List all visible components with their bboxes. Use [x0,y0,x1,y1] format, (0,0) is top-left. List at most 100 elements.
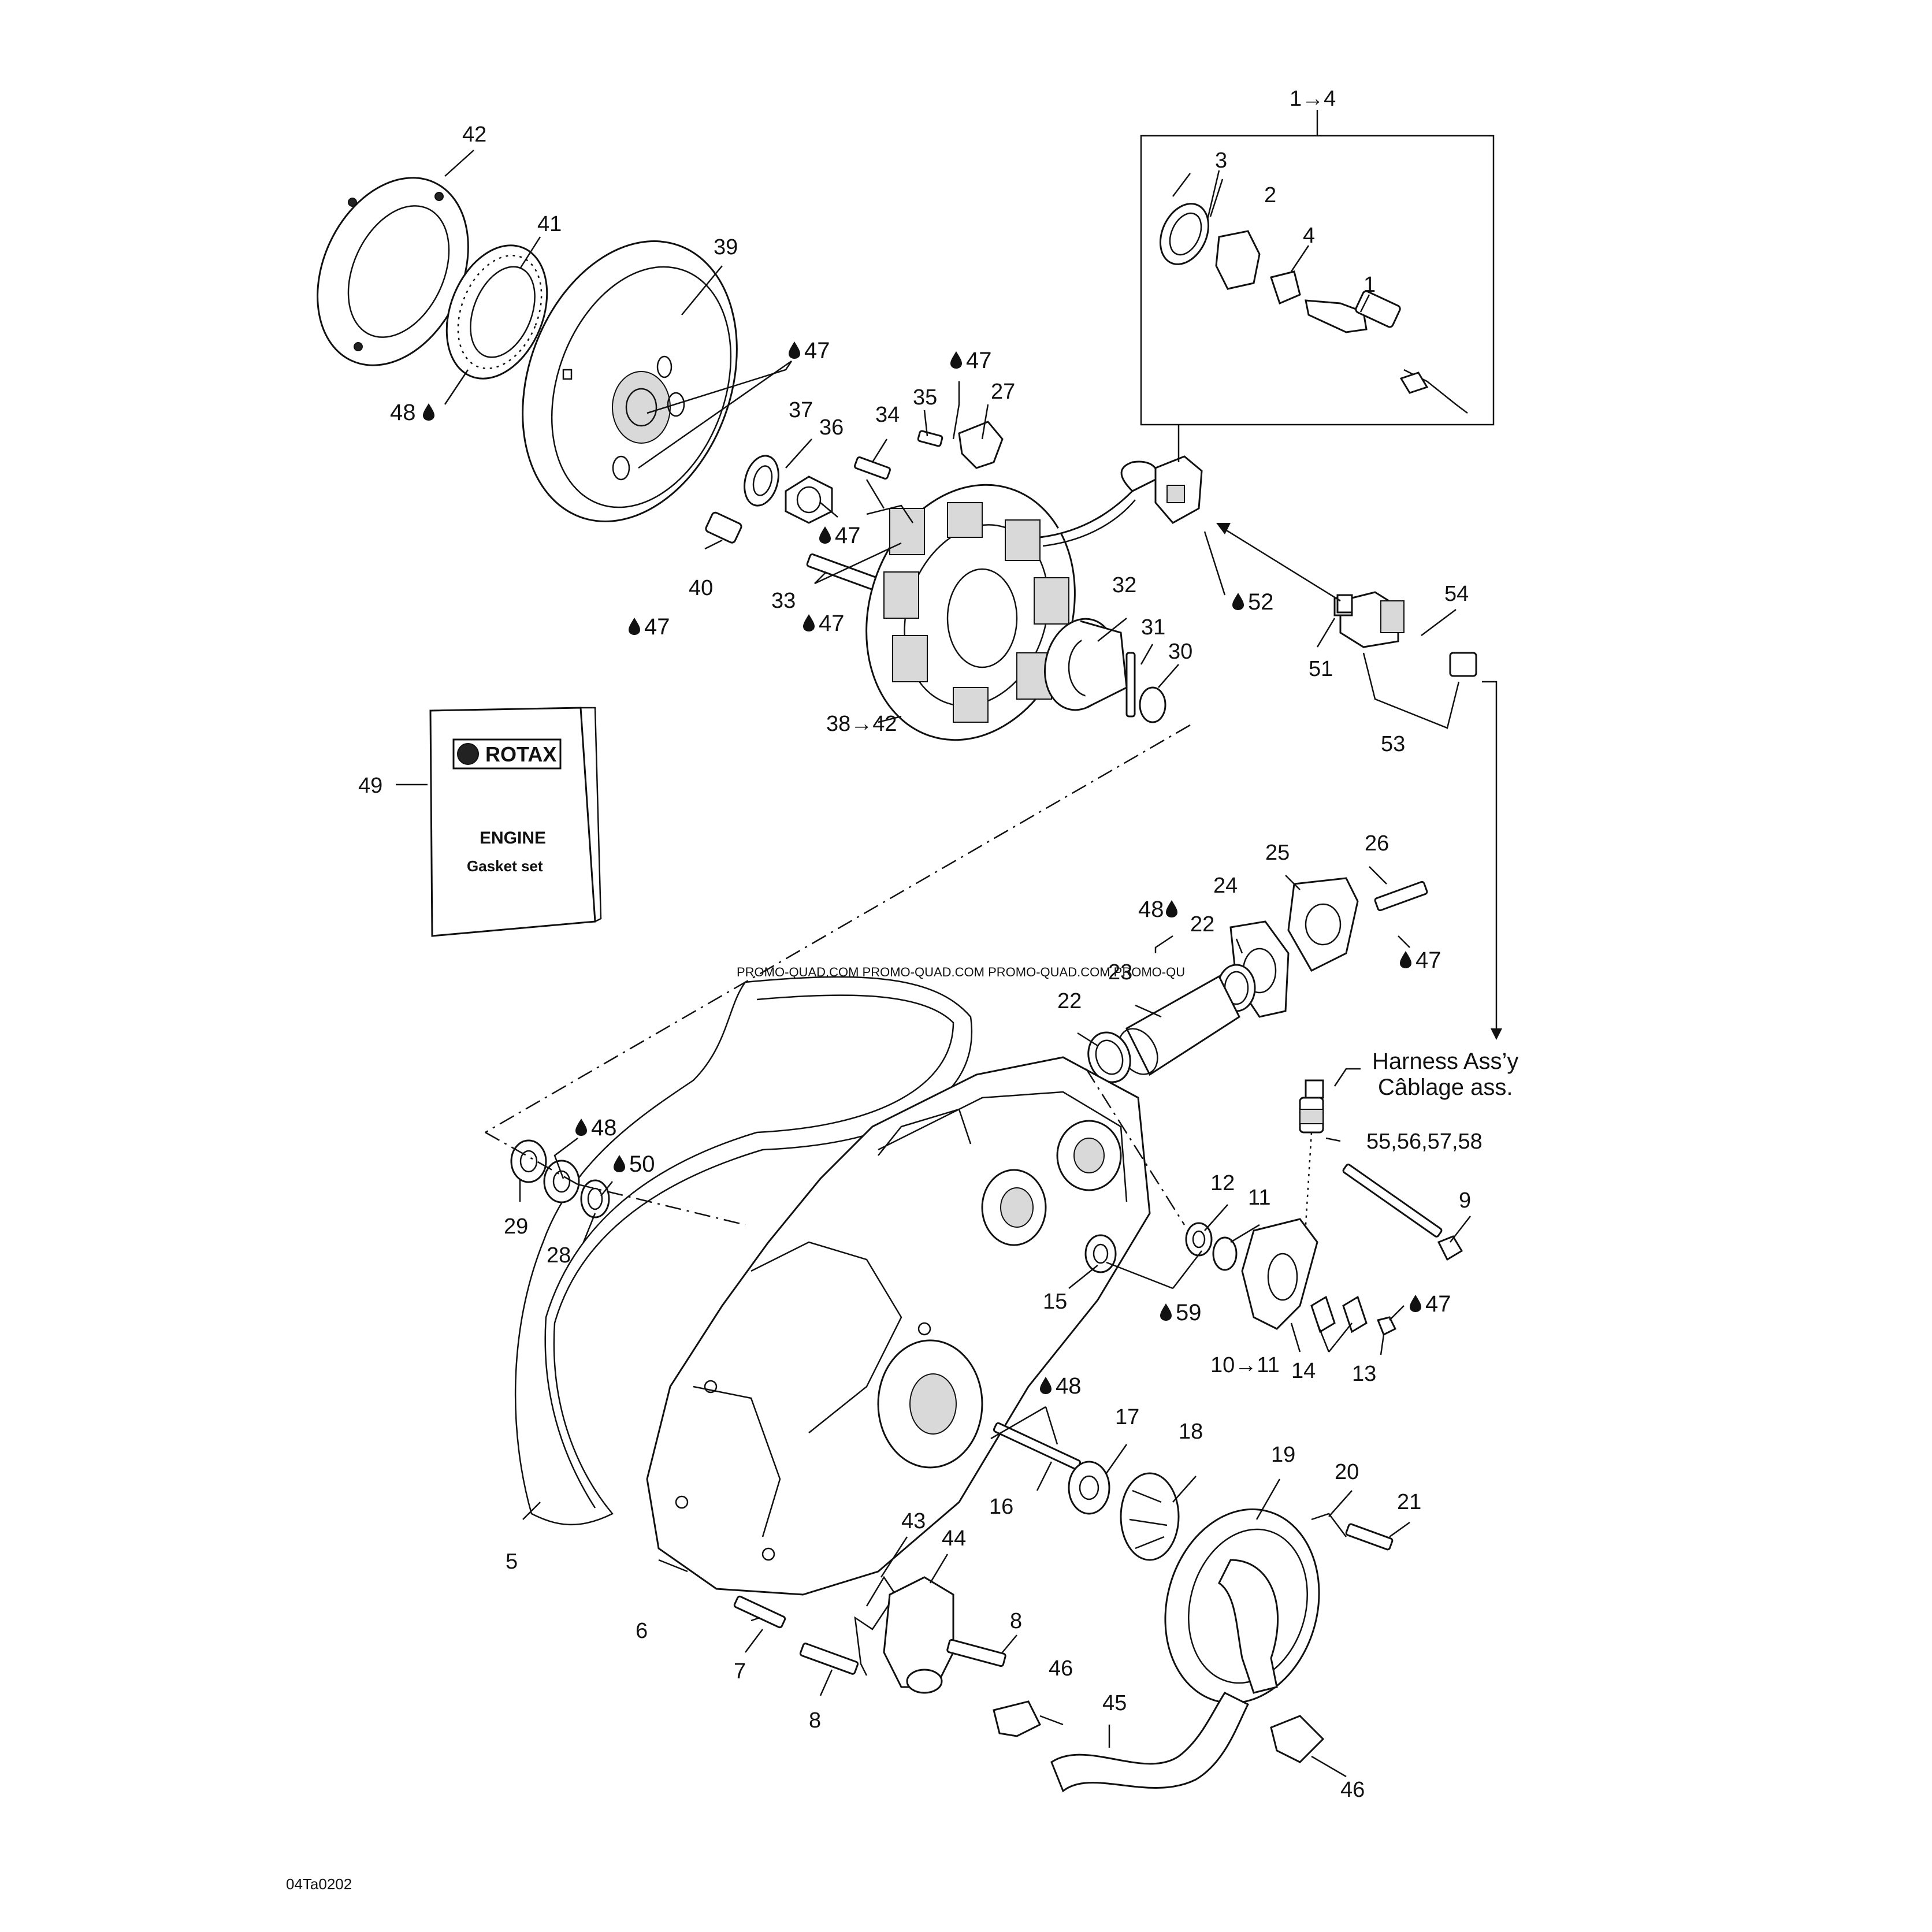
screw-7 [733,1595,786,1629]
booklet-subtitle: Gasket set [467,857,543,875]
bracket-27 [958,421,1004,469]
screw-26 [1374,880,1428,912]
callout-9: 9 [1459,1188,1471,1213]
nut-36 [785,475,833,524]
watermark: PROMO-QUAD.COM PROMO-QUAD.COM PROMO-QUAD… [737,965,1185,979]
leader-lines [396,110,1502,1778]
callout-31: 31 [1141,615,1165,640]
oring-22b [1087,1031,1131,1083]
screw-35 [917,430,943,447]
callout-16: 16 [989,1495,1013,1519]
callout-1: 1 [1363,273,1376,297]
clamp-46a [993,1700,1042,1737]
harness-note-en: Harness Ass’y [1372,1049,1518,1074]
callout-44: 44 [942,1526,966,1551]
seal-51 [1336,594,1353,614]
lube-47c: 47 [835,523,861,548]
callout-36: 36 [819,415,844,440]
lube-59: 59 [1176,1300,1202,1325]
callout-38-42: 38→42 [826,712,897,736]
callout-7: 7 [734,1659,746,1684]
booklet-title: ENGINE [480,828,546,848]
impeller-18 [1120,1472,1180,1561]
callout-labels: 1→4 3 2 4 1 42 41 39 37 36 34 35 27 40 3… [358,87,1483,1802]
callout-53: 53 [1381,732,1405,756]
harness-note: Harness Ass’y Câblage ass. [1372,1049,1518,1100]
oring-11 [1212,1236,1238,1271]
callout-8b: 8 [809,1708,821,1733]
gasket-20 [1311,1513,1347,1537]
callout-23: 23 [1108,960,1132,984]
callout-55-58: 55,56,57,58 [1366,1130,1483,1154]
gasket-kit-booklet [429,707,602,937]
sensor-kit-box [1140,135,1495,426]
callout-26: 26 [1365,831,1389,856]
callout-8a: 8 [1010,1609,1022,1633]
callout-22a: 22 [1190,912,1214,937]
lube-47e: 47 [819,611,845,636]
bearings-29 [510,1139,580,1203]
callout-5: 5 [506,1550,518,1574]
gasket-5 [514,976,972,1526]
screw-8a [799,1643,859,1675]
harness-note-fr: Câblage ass. [1378,1075,1513,1100]
callout-15: 15 [1043,1290,1067,1314]
lube-48b: 48 [390,400,416,425]
housing-44 [883,1576,954,1694]
callout-19: 19 [1271,1443,1295,1467]
seal-28 [580,1179,610,1218]
callout-10-11: 10→11 [1210,1353,1280,1377]
clip-43 [854,1576,897,1676]
lube-47a: 47 [804,338,830,363]
stator-38 [865,484,1136,741]
pin-31 [1125,652,1136,718]
callout-33: 33 [771,589,796,613]
bearing-17 [1068,1461,1110,1515]
callout-11: 11 [1248,1186,1270,1210]
callout-49: 49 [358,774,382,798]
gasket-kit-text: ROTAX ENGINE Gasket set [467,742,556,875]
lube-48a: 48 [1056,1373,1082,1399]
lube-52: 52 [1248,589,1274,615]
callout-28: 28 [547,1243,571,1268]
callout-18: 18 [1179,1420,1203,1444]
callout-21: 21 [1397,1490,1421,1514]
stud-40 [705,511,742,544]
screw-8b [946,1639,1006,1667]
lube-47d: 47 [644,614,670,640]
screw-34 [854,456,891,480]
callout-17: 17 [1115,1405,1139,1429]
sensor-10 [1241,1218,1318,1330]
callout-6: 6 [636,1619,648,1643]
screw-13 [1376,1316,1397,1336]
callout-27: 27 [991,380,1015,404]
callout-40: 40 [689,576,713,600]
pump-housing-19 [1164,1508,1320,1704]
cap-53 [1449,652,1477,677]
callout-41: 41 [537,212,562,236]
callout-30: 30 [1168,640,1192,664]
flywheel-39 [522,240,738,522]
connector-55-58 [1299,1079,1324,1134]
seal-12 [1185,1222,1213,1257]
callout-45: 45 [1102,1691,1127,1715]
callout-24: 24 [1213,874,1238,898]
lube-48d: 48 [591,1115,617,1140]
engine-cover-6 [646,1056,1151,1596]
callout-42: 42 [462,122,486,147]
callout-2: 2 [1264,183,1276,207]
callout-1-4: 1→4 [1290,87,1336,111]
callout-14: 14 [1291,1359,1316,1383]
callout-22b: 22 [1057,989,1082,1013]
callout-37: 37 [789,398,813,422]
lube-50: 50 [629,1151,655,1177]
callout-43: 43 [901,1509,926,1533]
callout-39: 39 [714,235,738,259]
callout-20: 20 [1335,1460,1359,1484]
pump-cover-25 [1287,877,1359,972]
callout-3: 3 [1215,148,1227,173]
lubricant-labels: 47 47 47 47 47 47 47 48 48 48 48 50 52 5… [390,338,1451,1399]
callout-25: 25 [1265,841,1290,865]
callout-4: 4 [1303,224,1315,248]
